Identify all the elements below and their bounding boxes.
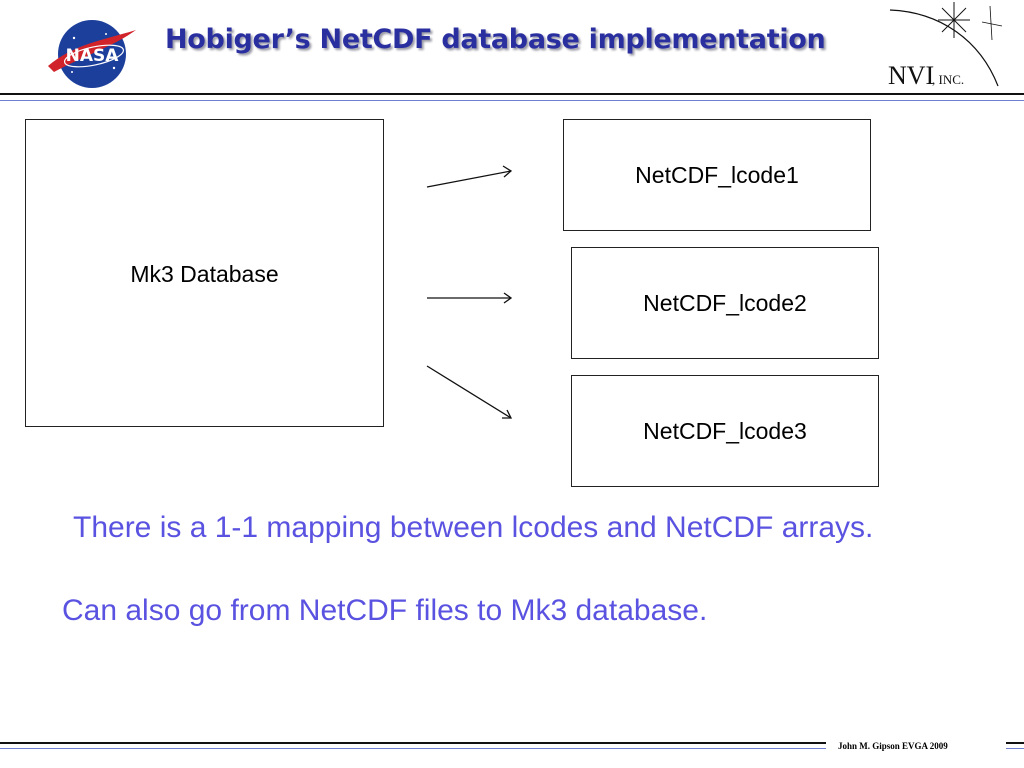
- mk3-database-box: Mk3 Database: [25, 119, 384, 427]
- netcdf-lcode1-label: NetCDF_lcode1: [635, 161, 799, 188]
- netcdf-lcode1-box: NetCDF_lcode1: [563, 119, 871, 231]
- header-rule-accent: [0, 100, 1024, 101]
- nvi-logo-icon: NVI , INC.: [888, 2, 1003, 90]
- netcdf-lcode2-label: NetCDF_lcode2: [643, 289, 807, 316]
- arrow-to-lcode2: [427, 292, 513, 304]
- netcdf-lcode3-label: NetCDF_lcode3: [643, 417, 807, 444]
- footer-rule-right-accent: [1006, 748, 1024, 749]
- netcdf-lcode3-box: NetCDF_lcode3: [571, 375, 879, 487]
- netcdf-lcode2-box: NetCDF_lcode2: [571, 247, 879, 359]
- arrow-to-lcode3: [426, 365, 513, 419]
- note-reverse: Can also go from NetCDF files to Mk3 dat…: [62, 594, 708, 627]
- mk3-database-label: Mk3 Database: [130, 261, 279, 287]
- nvi-logo-suffix: , INC.: [932, 72, 964, 87]
- arrow-to-lcode1: [426, 165, 513, 188]
- note-mapping: There is a 1-1 mapping between lcodes an…: [73, 511, 874, 544]
- nasa-logo-text: NASA: [66, 46, 120, 66]
- slide-title: Hobiger’s NetCDF database implementation: [165, 24, 826, 55]
- nvi-logo-text: NVI: [888, 61, 934, 90]
- nasa-logo-icon: NASA: [48, 20, 136, 88]
- header-rule: [0, 93, 1024, 95]
- footer-credit: John M. Gipson EVGA 2009: [838, 741, 948, 751]
- footer-rule: [0, 742, 826, 744]
- footer-rule-accent: [0, 748, 826, 749]
- footer-rule-right: [1006, 742, 1024, 744]
